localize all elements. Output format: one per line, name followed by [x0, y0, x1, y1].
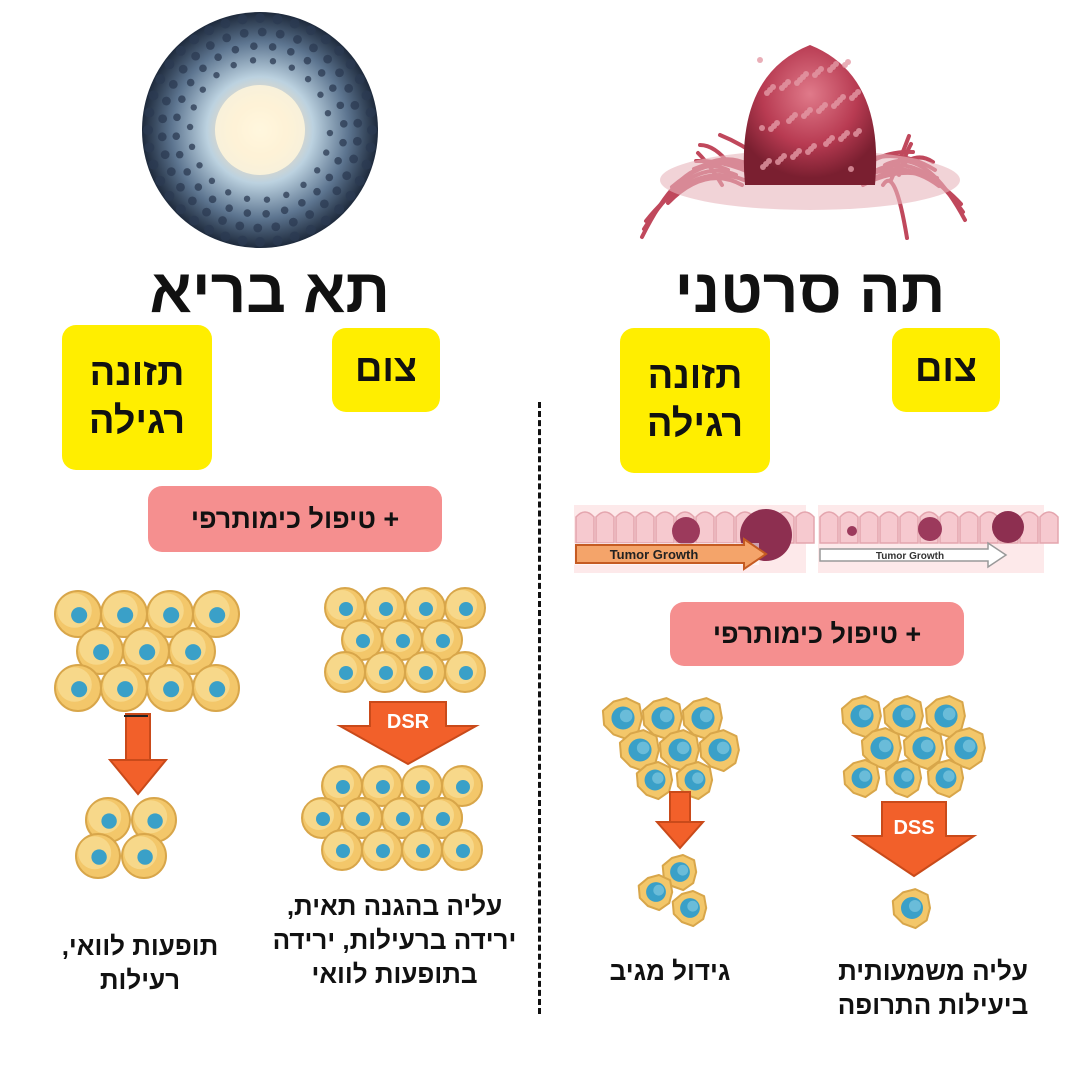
healthy-cell [401, 765, 443, 807]
healthy-chemo-label: + טיפול כימותרפי [148, 486, 442, 552]
healthy-cell [341, 797, 383, 839]
healthy-cell [54, 590, 102, 638]
healthy-cell [421, 797, 463, 839]
cancer-normal-diet-label: תזונה רגילה [620, 328, 770, 473]
cancer-cell [882, 695, 924, 739]
cancer-cell [637, 874, 674, 912]
cancer-fasting-dss-arrow: DSS [850, 801, 978, 878]
healthy-cell [75, 833, 121, 879]
healthy-normal-caption: תופעות לוואי, רעילות [61, 931, 219, 995]
healthy-cell-illustration [142, 12, 378, 248]
healthy-cell [364, 587, 406, 629]
healthy-cell [404, 587, 446, 629]
healthy-fasting-dsr-arrow: DSR [336, 701, 480, 766]
cancer-cell [884, 759, 923, 799]
cancer-cell [658, 729, 700, 773]
cancer-cell-illustration [640, 45, 967, 240]
cancer-cell [675, 761, 714, 801]
strip-label-fasting: Tumor Growth [876, 551, 944, 562]
healthy-cell [324, 651, 366, 693]
cancer-cell [860, 727, 902, 771]
healthy-cell [192, 590, 240, 638]
cancer-cell [924, 695, 966, 739]
healthy-cell [361, 829, 403, 871]
healthy-cell [364, 651, 406, 693]
healthy-cell [444, 587, 486, 629]
healthy-cell [381, 619, 423, 661]
cancer-normal-arrow [654, 791, 706, 850]
healthy-cell [441, 765, 483, 807]
cancer-cell [926, 759, 965, 799]
strip-label-normal: Tumor Growth [610, 547, 699, 562]
tumor-growth-strip-normal: Tumor Growth [574, 505, 815, 573]
small-dash [124, 715, 148, 717]
healthy-cell [121, 833, 167, 879]
healthy-cell [301, 797, 343, 839]
healthy-cell [444, 651, 486, 693]
healthy-cell [54, 664, 102, 712]
healthy-cell [100, 664, 148, 712]
healthy-cell [401, 829, 443, 871]
healthy-fasting-label: צום [332, 328, 440, 412]
cancer-chemo-label: + טיפול כימותרפי [670, 602, 964, 666]
healthy-cell [341, 619, 383, 661]
cancer-cell-title: תה סרטני [674, 257, 946, 326]
cancer-cell [840, 695, 882, 739]
dss-arrow-label: DSS [893, 817, 934, 839]
dsr-arrow-label: DSR [387, 711, 430, 733]
cancer-cell [891, 888, 931, 930]
healthy-cell [85, 797, 131, 843]
section-divider [538, 402, 541, 1014]
cancer-normal-caption: גידול מגיב [609, 956, 731, 986]
healthy-cell [76, 627, 124, 675]
tumor-growth-strip-fasting: Tumor Growth [818, 505, 1059, 573]
cancer-fasting-label: צום [892, 328, 1000, 412]
healthy-cell [146, 590, 194, 638]
healthy-cell [441, 829, 483, 871]
cancer-cell [671, 890, 708, 928]
healthy-normal-diet-label: תזונה רגילה [62, 325, 212, 470]
cancer-cell [902, 727, 944, 771]
cancer-fasting-caption: עליה משמעותית ביעילות התרופה [837, 956, 1029, 1020]
healthy-cell [361, 765, 403, 807]
healthy-cell-title: תא בריא [149, 257, 390, 326]
cancer-cell [635, 761, 674, 801]
healthy-cell [131, 797, 177, 843]
healthy-cell [324, 587, 366, 629]
healthy-cell [381, 797, 423, 839]
healthy-cell [321, 829, 363, 871]
cancer-cell [618, 729, 660, 773]
healthy-cell [168, 627, 216, 675]
healthy-cell [146, 664, 194, 712]
cancer-cell [842, 759, 881, 799]
healthy-cell [192, 664, 240, 712]
cancer-cell [944, 727, 986, 771]
healthy-normal-arrow [107, 713, 169, 796]
healthy-cell [404, 651, 446, 693]
healthy-fasting-caption: עליה בהגנה תאית, ירידה ברעילות, ירידה בת… [272, 891, 517, 989]
cancer-cell [698, 729, 740, 773]
cancer-cell [681, 697, 723, 741]
